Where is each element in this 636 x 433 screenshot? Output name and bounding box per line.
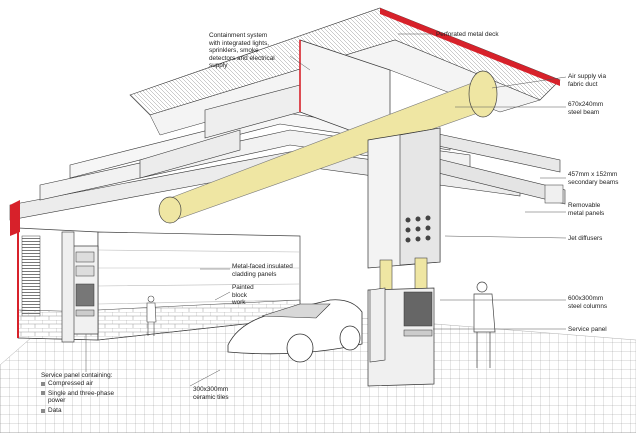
label-air-supply: Air supply via fabric duct [568,73,607,88]
leader-lines [85,33,567,387]
list-item: Compressed air [41,380,151,388]
bullet-square-icon [41,391,45,396]
containment-system [139,39,391,179]
label-perforated-deck: Perforated metal deck [436,31,499,38]
list-item-label: Single and three-phase power [48,389,115,405]
label-ceramic-tiles: 300x300mm ceramic tiles [193,386,229,401]
bullet-square-icon [41,381,45,386]
service-panel-list-title: Service panel containing: [41,372,113,379]
sports-car [227,299,363,363]
central-column [367,127,441,387]
label-cladding-panels: Metal-faced insulated cladding panels [232,263,293,278]
bullet-square-icon [41,408,45,413]
label-steel-columns: 600x300mm steel columns [568,295,608,310]
list-item-label: Data [48,407,62,415]
person-left [146,295,157,336]
label-service-panel: Service panel [568,326,607,333]
list-item: Data [41,407,151,415]
label-containment-system: Containment system with integrated light… [209,32,275,70]
service-panel-list: Compressed air Single and three-phase po… [41,380,151,417]
fabric-duct [158,70,498,224]
list-item: Single and three-phase power [41,390,151,405]
label-jet-diffusers: Jet diffusers [568,235,603,242]
label-removable-panels: Removable metal panels [568,202,605,217]
label-block-work: Painted block work [232,284,254,307]
perforated-deck [129,7,561,136]
secondary-beams [409,129,566,205]
left-service-panel [71,245,99,335]
label-secondary-beams: 457mm x 152mm secondary beams [568,171,619,186]
list-item-label: Compressed air [48,380,94,387]
label-steel-beam: 670x240mm steel beam [568,101,604,116]
person-right [473,281,496,368]
